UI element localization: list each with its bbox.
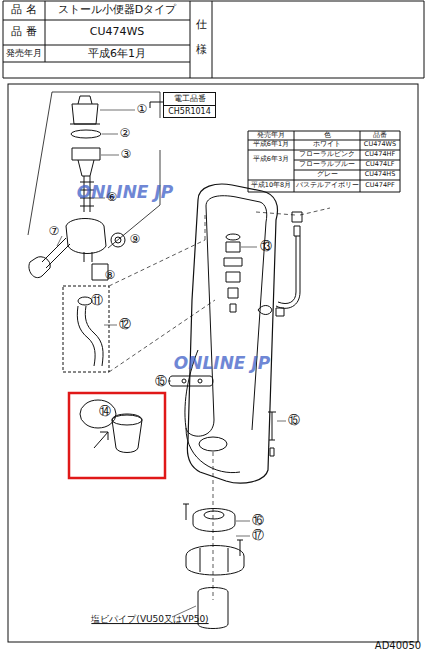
watermark: ONLINE JP [174, 354, 270, 373]
strainer-arrow [94, 432, 108, 448]
strainer-disk [80, 400, 116, 428]
callout-number: ⑪ [91, 294, 103, 307]
box-text: CH5R1014 [164, 105, 215, 118]
product-name: ストール小便器Dタイプ [58, 4, 176, 16]
callout-number: ⑮ [288, 414, 300, 427]
piston [72, 148, 100, 176]
table-cell: パステルアイボリー [296, 182, 359, 189]
callout-number: ⑥ [107, 191, 118, 204]
drain-gasket-hole [204, 511, 224, 519]
spud-screw [198, 379, 202, 383]
spud-screw [182, 379, 186, 383]
watermark: ONLINE JP [77, 183, 173, 202]
flange-screw [183, 504, 243, 556]
spreader-parts [224, 242, 242, 312]
valve-group-outline [28, 92, 160, 248]
valve-fittings [258, 306, 284, 317]
spreader-leader [241, 247, 257, 248]
urinal-front [185, 196, 267, 473]
table-cell: 平成6年1月 [253, 141, 289, 148]
table-cell: グレー [317, 171, 338, 178]
assembly-lines [109, 208, 330, 372]
spud-gasket [169, 376, 213, 386]
table-cell: CU474HF [365, 151, 395, 158]
handle [29, 238, 70, 278]
callout-number: ⑭ [99, 405, 111, 418]
cap-leader [100, 110, 135, 111]
callout-number: ⑯ [252, 514, 264, 527]
part-number-leader [150, 102, 163, 108]
pipe-leader [104, 325, 117, 326]
color-table-lines [248, 131, 400, 192]
table-cell: 品番 [373, 132, 387, 139]
table-cell: CU474LF [365, 161, 394, 168]
drawing-number: AD40050 [375, 640, 421, 651]
highlight-box [69, 393, 165, 478]
urinal-body [187, 184, 277, 483]
callout-number: ② [120, 127, 131, 140]
ring-leader [102, 134, 118, 135]
table-cell: CU474WS [364, 141, 396, 148]
release-date: 平成6年1月 [88, 48, 146, 60]
table-cell: 平成6年3月 [253, 156, 289, 163]
table-cell: フローラルブルー [299, 161, 355, 168]
spud-leader [168, 381, 171, 382]
header-label: 発売年月 [6, 49, 42, 59]
box-text: 電工品番 [164, 93, 215, 105]
header-table-lines [3, 1, 424, 78]
table-cell: 平成10年8月 [251, 182, 291, 189]
callout-number: ⑫ [119, 318, 131, 331]
drain-gasket [193, 509, 235, 532]
table-cell: 発売年月 [257, 132, 285, 139]
fixing-bolt [268, 412, 276, 456]
valve-cap [70, 96, 100, 124]
callout-number: ③ [121, 148, 132, 161]
callout-number: ⑰ [252, 529, 264, 542]
callout-number: ⑧ [105, 269, 116, 282]
gasket-leader [236, 521, 250, 536]
callout-number: ⑮ [155, 375, 167, 388]
strainer-cup [112, 414, 142, 453]
spreader-ring [226, 234, 240, 240]
bolt-leader [277, 421, 286, 422]
table-cell: フローラルピンク [299, 151, 355, 158]
floor-flange [186, 546, 244, 576]
part-number-box: 電工品番CH5R1014 [163, 92, 216, 118]
drawing-frame [8, 84, 418, 642]
spec-label: 仕 [196, 19, 207, 31]
product-code: CU474WS [90, 26, 145, 38]
bowl-outlet [199, 437, 227, 451]
strainer-cup-top [112, 415, 142, 425]
header-label: 品 名 [11, 4, 37, 16]
flange-nut [111, 233, 125, 247]
pipe-note: 塩ビパイプ(VU50又はVP50) [91, 615, 208, 625]
o-ring [71, 130, 101, 138]
callout-number: ① [137, 103, 148, 116]
flush-pipe [77, 306, 103, 366]
callout-number: ⑬ [260, 240, 272, 253]
spec-label: 様 [196, 44, 207, 56]
table-cell: CU474HS [365, 171, 396, 178]
callout-number: ⑦ [49, 225, 60, 238]
supply-pipe [276, 212, 302, 308]
pipe-nut [78, 297, 92, 305]
table-cell: ホワイト [313, 141, 341, 148]
table-cell: 色 [324, 132, 331, 139]
piston-leader [101, 155, 119, 156]
drain-axis [213, 452, 214, 600]
table-cell: CU474PF [365, 182, 394, 189]
header-label: 品 番 [11, 26, 37, 38]
pipe-bracket [63, 286, 109, 372]
flange-nut-inner [115, 237, 121, 243]
callout-number: ⑨ [130, 233, 141, 246]
valve-body [66, 219, 106, 263]
